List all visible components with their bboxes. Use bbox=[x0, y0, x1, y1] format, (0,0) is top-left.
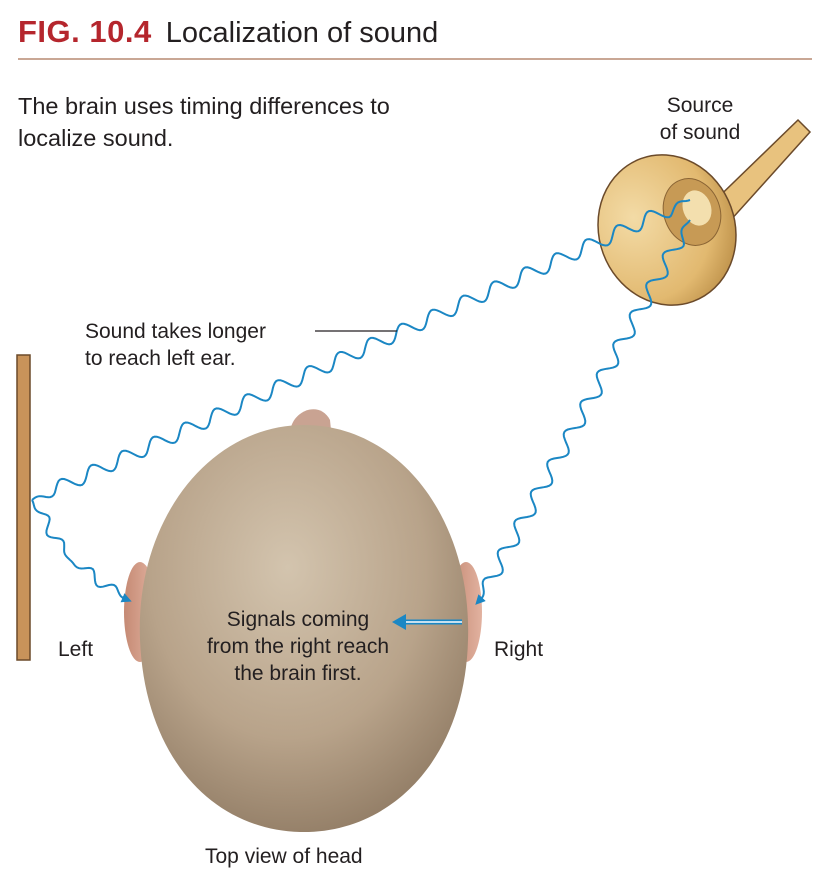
figure-number: FIG. 10.4 bbox=[18, 14, 152, 49]
signals-line3: the brain first. bbox=[234, 662, 362, 685]
sound-longer-line1: Sound takes longer bbox=[85, 320, 266, 343]
source-label-line1: Source bbox=[666, 94, 734, 117]
figure-title: FIG. 10.4 Localization of sound bbox=[18, 14, 438, 50]
figure-caption: Localization of sound bbox=[165, 17, 439, 49]
intro-text: The brain uses timing differences to loc… bbox=[18, 93, 390, 151]
signals-line2: from the right reach bbox=[206, 635, 390, 658]
top-view-caption: Top view of head bbox=[205, 845, 363, 868]
horn-icon bbox=[597, 118, 812, 306]
signals-label: Signals coming from the right reach the … bbox=[180, 606, 416, 687]
sound-waves bbox=[31, 199, 691, 605]
left-ear-label: Left bbox=[58, 638, 94, 661]
title-divider bbox=[18, 58, 812, 60]
right-ear-label: Right bbox=[494, 638, 544, 661]
sound-longer-label: Sound takes longer to reach left ear. bbox=[85, 318, 266, 372]
wave-source-to-wall bbox=[31, 199, 691, 501]
signal-arrow bbox=[392, 614, 462, 630]
signals-line1: Signals coming bbox=[226, 608, 370, 631]
wave-source-to-right-ear bbox=[475, 219, 691, 605]
source-label-line2: of sound bbox=[659, 121, 741, 144]
wall-bar bbox=[16, 354, 31, 661]
wave-wall-down bbox=[31, 499, 71, 561]
head-shape bbox=[139, 425, 469, 833]
source-label: Source of sound bbox=[640, 92, 760, 146]
wave-wall-to-left-ear bbox=[69, 559, 132, 603]
head-top-view bbox=[124, 409, 482, 833]
sound-longer-line2: to reach left ear. bbox=[85, 347, 236, 370]
